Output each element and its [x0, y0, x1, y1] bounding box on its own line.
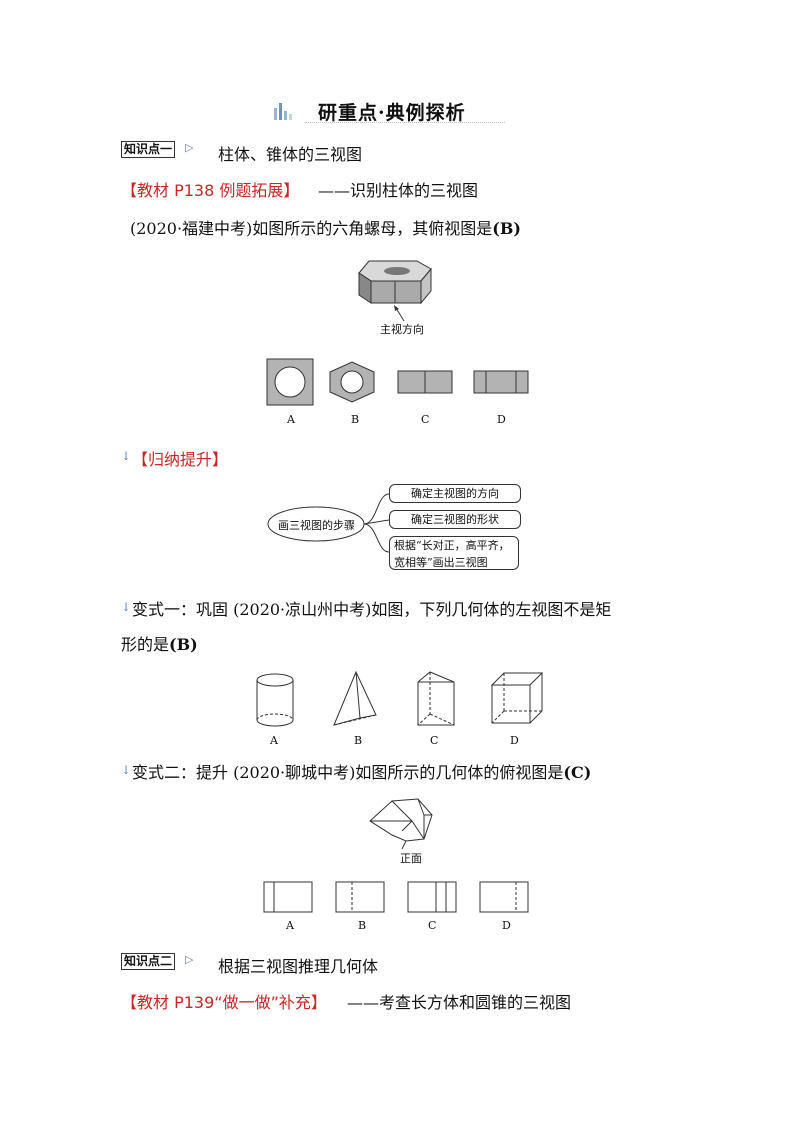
point-heading: 根据三视图推理几何体 — [218, 957, 379, 976]
option-label: B — [358, 919, 367, 932]
variation1-text: 变式一：巩固 (2020·凉山州中考)如图，下列几何体的左视图不是矩 — [132, 600, 612, 619]
answer: (C) — [563, 763, 592, 782]
hex-nut-figure — [358, 260, 432, 305]
option-label: D — [510, 734, 519, 747]
v2-options-figure — [263, 881, 529, 913]
variation2-text: 变式二：提升 (2020·聊城中考)如图所示的几何体的俯视图是(C) — [132, 763, 592, 782]
note-icon: ↓ — [121, 600, 132, 614]
direction-arrow-icon — [394, 305, 405, 322]
step-box: 确定主视图的方向 — [389, 484, 521, 503]
title-bars-icon — [274, 103, 292, 120]
section-title: 研重点·典例探析 — [318, 102, 466, 124]
source-rest: ——考查长方体和圆锥的三视图 — [347, 993, 572, 1012]
option-label: D — [502, 919, 511, 932]
option-label: C — [430, 734, 439, 747]
option-label: B — [351, 413, 360, 426]
tag-arrow-icon: ▷ — [185, 141, 194, 154]
step-line: 宽相等”画出三视图 — [394, 556, 488, 569]
variation1-text2: 形的是(B) — [121, 635, 198, 654]
q1-options-figure — [266, 358, 529, 406]
option-label: C — [421, 413, 430, 426]
answer: (B) — [169, 635, 198, 654]
option-label: C — [428, 919, 437, 932]
tag-arrow-icon: ▷ — [185, 953, 194, 966]
source-rest: ——识别柱体的三视图 — [318, 181, 479, 200]
source-bracket: 【教材 P139“做一做”补充】 — [121, 993, 327, 1012]
knowledge-point-tag: 知识点一 — [121, 141, 176, 158]
source-bracket: 【教材 P138 例题拓展】 — [121, 181, 300, 200]
option-label: A — [270, 734, 278, 747]
v1-solids-figure — [256, 670, 544, 727]
figure-caption: 主视方向 — [380, 323, 424, 336]
note-icon: ↓ — [121, 449, 132, 463]
step-box: 确定三视图的形状 — [389, 510, 521, 529]
diagram-center: 画三视图的步骤 — [278, 519, 355, 532]
question-text: (2020·福建中考)如图所示的六角螺母，其俯视图是(B) — [130, 219, 521, 238]
option-label: B — [354, 734, 363, 747]
option-label: D — [497, 413, 506, 426]
option-label: A — [286, 919, 294, 932]
title-underline — [305, 122, 505, 123]
figure-caption: 正面 — [400, 852, 422, 865]
knowledge-point-tag: 知识点二 — [121, 953, 176, 970]
v2-solid-figure — [369, 798, 433, 850]
steps-diagram — [267, 493, 390, 553]
answer: (B) — [492, 219, 521, 238]
summary-label: 【归纳提升】 — [132, 450, 229, 469]
option-label: A — [287, 413, 295, 426]
note-icon: ↓ — [121, 763, 132, 777]
step-line: 根据“长对正，高平齐， — [394, 539, 510, 552]
point-heading: 柱体、锥体的三视图 — [218, 145, 363, 164]
step-box: 根据“长对正，高平齐， 宽相等”画出三视图 — [389, 536, 519, 570]
